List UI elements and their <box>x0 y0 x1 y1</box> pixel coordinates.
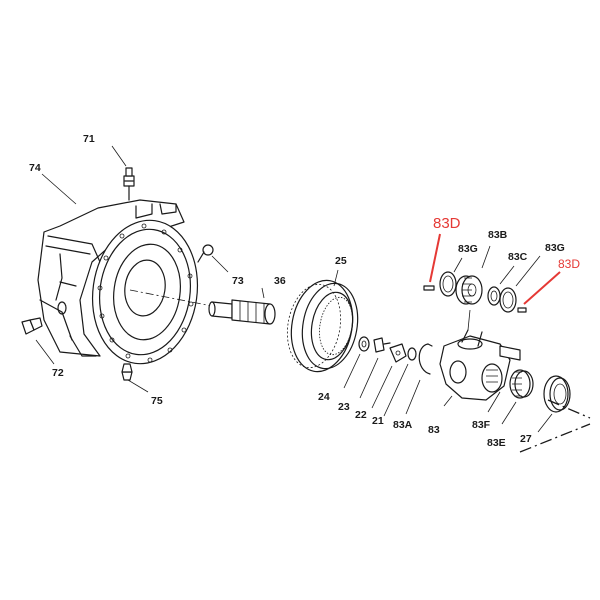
pin-83D-right <box>517 307 527 313</box>
label-83F: 83F <box>472 419 491 431</box>
plate-22 <box>371 343 407 409</box>
label-24: 24 <box>318 391 330 403</box>
label-22: 22 <box>355 409 367 421</box>
snap-ring-83A <box>405 343 433 415</box>
pin-83F <box>487 345 521 413</box>
label-83B: 83B <box>488 229 508 241</box>
washer-24 <box>343 336 370 389</box>
plug-73 <box>197 244 229 273</box>
pin-83D-left <box>423 285 435 291</box>
leader-83D-right <box>523 271 561 305</box>
label-23: 23 <box>338 401 350 413</box>
label-71: 71 <box>83 133 95 145</box>
washer-21 <box>383 347 417 417</box>
label-83A: 83A <box>393 419 413 431</box>
bolt-23 <box>359 337 391 399</box>
label-72: 72 <box>52 367 64 379</box>
plug-72 <box>21 317 55 365</box>
label-73: 73 <box>232 275 244 287</box>
washer-83G-right <box>499 255 541 313</box>
label-25: 25 <box>335 255 347 267</box>
label-83D-right: 83D <box>558 257 580 271</box>
label-83D-left: 83D <box>433 215 461 232</box>
flange-bolt-holes <box>97 223 194 363</box>
ring-gear-25 <box>286 269 359 373</box>
washer-83G-left <box>439 257 463 297</box>
housing-74 <box>37 199 199 365</box>
bearing-27 <box>537 375 571 433</box>
label-83E: 83E <box>487 437 506 449</box>
fitting-75 <box>121 363 149 393</box>
washer-83C <box>487 265 515 306</box>
carrier-83 <box>439 309 511 407</box>
label-83C: 83C <box>508 251 528 263</box>
label-27: 27 <box>520 433 532 445</box>
label-83G-right: 83G <box>545 242 565 254</box>
leader-83D-left <box>429 233 441 283</box>
label-75: 75 <box>151 395 163 407</box>
label-36: 36 <box>274 275 286 287</box>
label-83: 83 <box>428 424 440 436</box>
label-74: 74 <box>29 162 41 174</box>
shaft-36 <box>208 287 276 325</box>
label-83G-left: 83G <box>458 243 478 255</box>
gear-83B <box>455 245 491 305</box>
fitting-71 <box>111 145 135 201</box>
planet-gear-83E <box>501 369 534 425</box>
label-21: 21 <box>372 415 384 427</box>
